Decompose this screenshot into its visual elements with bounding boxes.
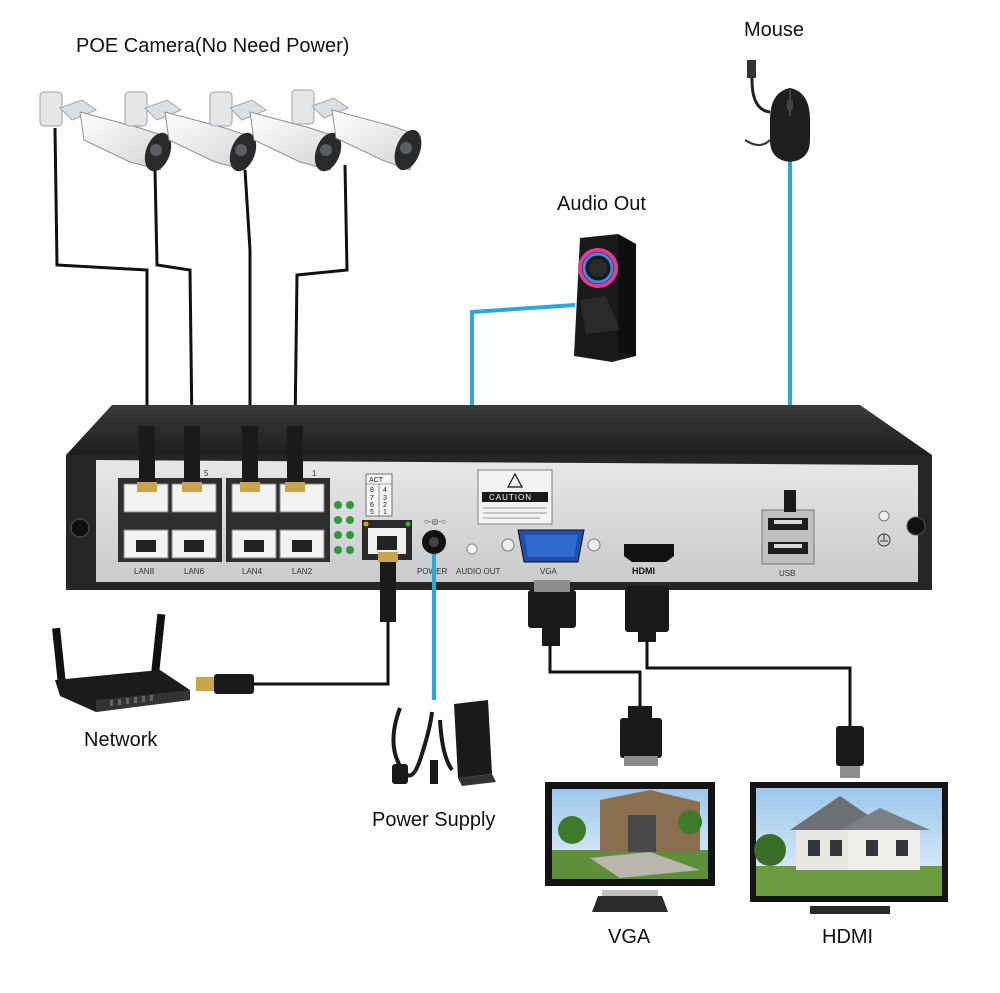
act-digit: 4 bbox=[383, 487, 387, 494]
network-cable bbox=[252, 620, 390, 686]
vga-cable bbox=[548, 644, 642, 710]
audio-out-label: Audio Out bbox=[557, 193, 646, 215]
mouse-label: Mouse bbox=[744, 19, 805, 41]
poe-camera-label: POE Camera(No Need Power) bbox=[76, 35, 350, 57]
vga-port bbox=[501, 529, 601, 563]
hdmi-port-label: HDMI bbox=[632, 566, 655, 576]
act-digit: 7 bbox=[370, 495, 374, 502]
hdmi-adapter bbox=[625, 586, 669, 642]
usb-ports bbox=[761, 509, 815, 565]
lan-top-label-1: 1 bbox=[312, 469, 317, 478]
usb-label: USB bbox=[779, 569, 795, 578]
act-digit: 2 bbox=[383, 502, 387, 509]
hdmi-port bbox=[624, 544, 674, 562]
hdmi-cable-connector bbox=[836, 726, 864, 778]
lan6-label: LAN6 bbox=[184, 567, 205, 576]
camera-3-cable bbox=[243, 169, 252, 430]
hdmi-label: HDMI bbox=[822, 926, 874, 948]
vga-cable-connector-bottom bbox=[620, 706, 662, 766]
caution-sticker: CAUTION bbox=[477, 469, 553, 525]
act-digit: 1 bbox=[383, 509, 387, 516]
network-router bbox=[52, 613, 254, 712]
poe-camera-3 bbox=[209, 91, 342, 172]
uplink-plug bbox=[378, 552, 398, 622]
camera-plugs bbox=[139, 426, 303, 482]
lan-top-label-5: 5 bbox=[204, 469, 209, 478]
act-table: ACT 8 4 7 3 6 2 5 1 bbox=[365, 473, 393, 517]
camera-1-cable bbox=[53, 127, 149, 430]
network-label: Network bbox=[84, 729, 158, 751]
nvr-recorder: LAN8 LAN6 LAN4 LAN2 5 1 bbox=[66, 405, 932, 590]
act-digit: 6 bbox=[370, 502, 374, 509]
mouse-device bbox=[744, 60, 810, 162]
act-label: ACT bbox=[369, 477, 384, 484]
vga-label: VGA bbox=[608, 926, 651, 948]
poe-camera-4 bbox=[291, 89, 422, 171]
vga-cable-connector-top bbox=[528, 580, 576, 646]
poe-camera-1 bbox=[39, 91, 172, 172]
camera-cables bbox=[53, 127, 349, 431]
act-digit: 5 bbox=[370, 509, 374, 516]
hdmi-cable bbox=[645, 640, 852, 730]
vga-port-label: VGA bbox=[540, 567, 558, 576]
audio-speaker bbox=[574, 234, 636, 362]
lan8-label: LAN8 bbox=[134, 567, 155, 576]
lan2-label: LAN2 bbox=[292, 567, 313, 576]
act-digit: 8 bbox=[370, 487, 374, 494]
lan-port-block bbox=[118, 478, 330, 562]
audio-out-jack bbox=[466, 543, 478, 555]
caution-text: CAUTION bbox=[489, 493, 532, 502]
hdmi-monitor bbox=[750, 782, 948, 914]
act-digit: 3 bbox=[383, 495, 387, 502]
status-leds bbox=[334, 501, 354, 554]
svg-text:○-◎-○: ○-◎-○ bbox=[424, 517, 446, 526]
lan4-label: LAN4 bbox=[242, 567, 263, 576]
camera-4-cable bbox=[293, 164, 349, 431]
camera-2-cable bbox=[153, 169, 194, 431]
power-supply-label: Power Supply bbox=[372, 809, 496, 831]
vga-monitor bbox=[545, 782, 715, 912]
audio-out-label: AUDIO OUT bbox=[456, 567, 501, 576]
power-adapter bbox=[391, 700, 496, 786]
